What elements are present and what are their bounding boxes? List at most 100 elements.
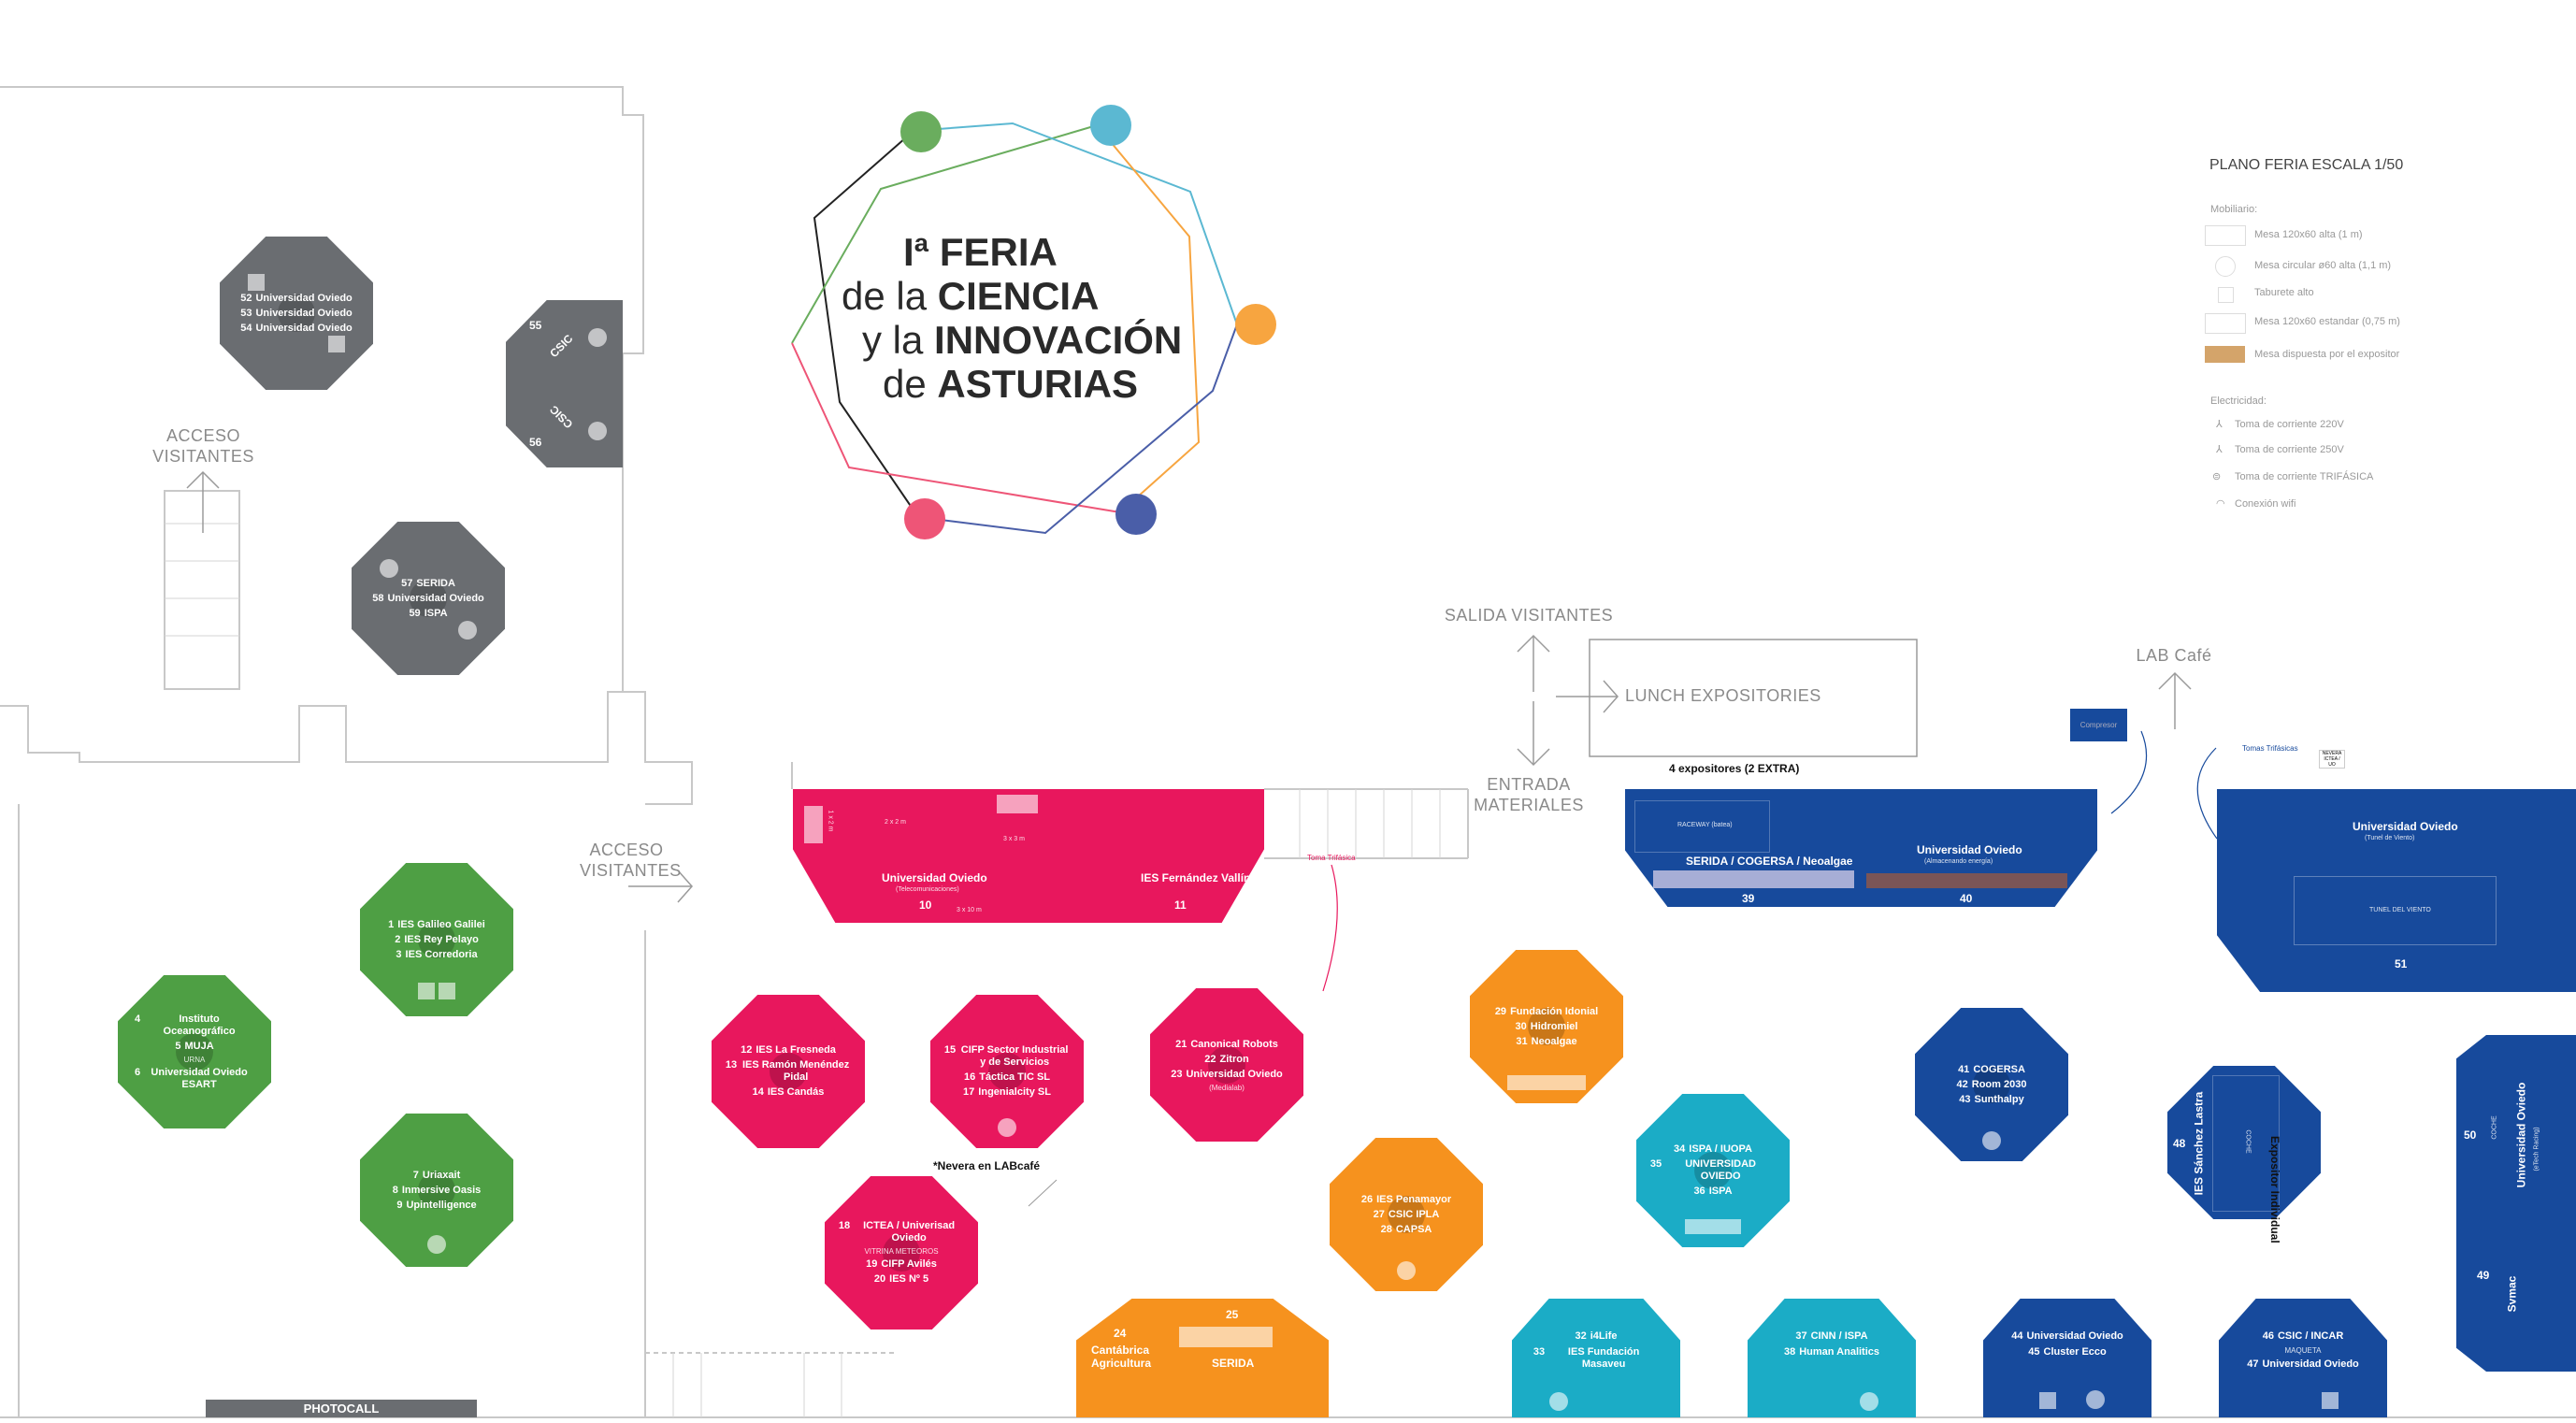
stand-group-39-40[interactable]: RACEWAY (batea) SERIDA / COGERSA / Neoal…	[1625, 789, 2097, 907]
stand-number: 54	[240, 322, 252, 334]
stand-number: 38	[1783, 1346, 1796, 1358]
stand-number: 49	[2477, 1269, 2490, 1282]
stand-number: 30	[1515, 1020, 1527, 1032]
legend-item: Taburete alto	[2254, 287, 2314, 298]
stand-name: Universidad Oviedo	[255, 322, 353, 334]
stand-group-10-11[interactable]: 1 x 2 m 2 x 2 m 3 x 3 m 3 x 10 m Univers…	[793, 789, 1264, 923]
power-hub	[278, 295, 315, 332]
round-table	[380, 559, 398, 578]
raceway-area: RACEWAY (batea)	[1634, 800, 1770, 853]
logo-text-bold: CIENCIA	[937, 274, 1100, 318]
power-hub	[1208, 1046, 1245, 1084]
salida-visitantes: SALIDA VISITANTES	[1444, 606, 1614, 625]
acceso-visitantes-left: ACCESO VISITANTES	[152, 426, 254, 466]
plug-250v-icon: ⅄	[2216, 444, 2223, 455]
stand-number: 26	[1360, 1193, 1374, 1205]
stand-group-55-56[interactable]: 55 CSIC 56 CSIC	[506, 300, 623, 467]
stand-group-24-25[interactable]: 25 SERIDA 24 Cantábrica Agricultura	[1076, 1299, 1329, 1417]
stool-swatch	[2218, 287, 2234, 303]
stand-number: 9	[396, 1199, 403, 1211]
three-phase-plug-icon: ⊜	[2212, 471, 2222, 482]
stand-number: 31	[1516, 1035, 1528, 1047]
stand-51[interactable]: Universidad Oviedo (Tunel de Viento) TUN…	[2217, 789, 2576, 992]
entrada-materiales: ENTRADA MATERIALES	[1474, 775, 1584, 814]
stand-number: 18	[838, 1220, 851, 1231]
stand-48[interactable]: COCHE 48 IES Sánchez Lastra	[2167, 1066, 2321, 1219]
expositor-individual-label: Expositor Individual	[2268, 1136, 2281, 1243]
stand-name: Universidad Oviedo	[255, 292, 353, 304]
power-hub	[1388, 1196, 1425, 1233]
stand-name: Universidad Oviedo	[1186, 1068, 1283, 1080]
stand-name: CAPSA	[1395, 1223, 1432, 1235]
stand-name: Táctica TIC SL	[979, 1071, 1051, 1083]
legend-electric-heading: Electricidad:	[2210, 395, 2267, 407]
stand-group-49-50[interactable]: 50 COCHE Universidad Oviedo (eTech Racin…	[2456, 1035, 2576, 1372]
stand-name: Universidad Oviedo	[387, 592, 484, 604]
